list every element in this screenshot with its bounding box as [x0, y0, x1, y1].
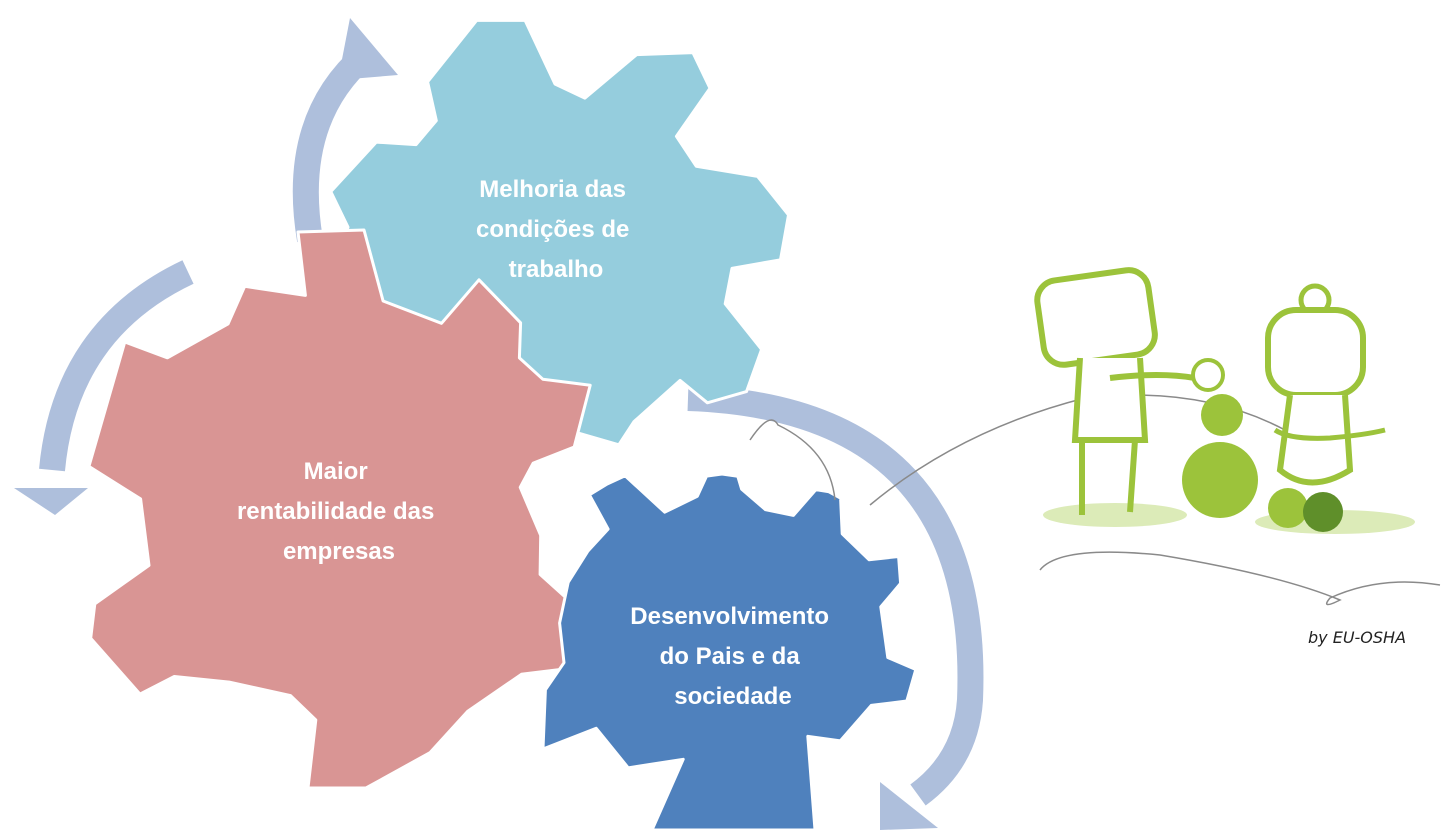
yarn-thread-tail [749, 419, 836, 501]
gear-top-line-1: Melhoria das [479, 176, 626, 203]
gear-left-line-1: Maior [304, 458, 368, 485]
gear-top-line-3: trabalho [509, 256, 604, 283]
yarn-ball-big [1182, 442, 1258, 518]
yarn-thread-loop [1039, 551, 1441, 606]
gear-left-line-3: empresas [283, 538, 395, 565]
yarn-ball-small-light [1268, 488, 1308, 528]
gear-right-line-2: do Pais e da [660, 643, 801, 670]
gear-right-label: Desenvolvimento do Pais e da sociedade [630, 603, 835, 710]
yarn-illustration [749, 267, 1441, 606]
gear-right-line-1: Desenvolvimento [630, 603, 829, 630]
cycle-arrow-top [292, 18, 398, 243]
yarn-ball-top [1201, 394, 1243, 436]
gear-top-label: Melhoria das condições de trabalho [476, 176, 636, 283]
gear-left-line-2: rentabilidade das [237, 498, 434, 525]
floor-shadow-left [1043, 503, 1187, 527]
yarn-ball-held [1191, 358, 1225, 392]
gear-left-label: Maior rentabilidade das empresas [237, 458, 441, 565]
yarn-ball-small-dark [1303, 492, 1343, 532]
gear-right-line-3: sociedade [674, 683, 791, 710]
gear-right [541, 472, 918, 832]
gear-left [87, 228, 592, 790]
cycle-arrow-right [687, 385, 984, 830]
woman-figure [1265, 283, 1386, 486]
gear-top-line-2: condições de [476, 216, 629, 243]
credit-text: by EU-OSHA [1308, 628, 1407, 647]
man-figure [1034, 267, 1196, 515]
cycle-arrow-left [14, 260, 194, 515]
